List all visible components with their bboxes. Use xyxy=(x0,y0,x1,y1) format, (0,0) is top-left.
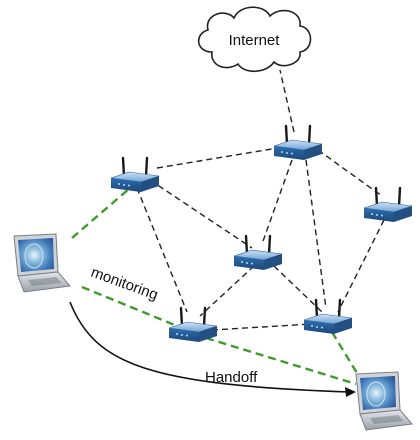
wireless-links xyxy=(71,187,362,386)
internet-label: Internet xyxy=(229,32,281,49)
laptop-handoff-target-icon xyxy=(355,371,413,431)
access-point-1-icon xyxy=(109,156,161,194)
link-ap2-ap6 xyxy=(305,159,327,309)
handoff-label: Handoff xyxy=(205,369,258,386)
link-ap5-ap6 xyxy=(211,323,313,331)
link-ap3-ap6 xyxy=(337,219,385,313)
access-point-6-icon xyxy=(302,298,354,336)
link-ap1-ap2 xyxy=(156,147,279,169)
link-monitoring xyxy=(81,285,183,330)
access-point-3-icon xyxy=(362,186,414,224)
access-point-2-icon xyxy=(272,124,324,162)
link-laptop-ap1 xyxy=(71,187,131,239)
link-ap1-ap5 xyxy=(136,187,188,313)
link-ap2-ap3 xyxy=(317,149,383,197)
link-ap1-ap4 xyxy=(149,179,253,249)
link-ap6-laptop2 xyxy=(330,331,362,379)
access-point-5-icon xyxy=(167,306,219,344)
link-ap4-ap5 xyxy=(199,265,255,317)
access-point-4-icon xyxy=(232,234,284,272)
handoff-arrow xyxy=(69,301,356,397)
link-ap5-laptop2 xyxy=(205,336,357,386)
wired-links xyxy=(136,69,385,331)
link-internet xyxy=(279,69,295,133)
link-ap4-ap6 xyxy=(273,265,323,313)
monitoring-label: monitoring xyxy=(89,264,161,304)
internet-cloud: Internet xyxy=(197,6,312,73)
laptop-client-icon xyxy=(13,233,71,293)
link-ap2-ap4 xyxy=(261,159,293,245)
